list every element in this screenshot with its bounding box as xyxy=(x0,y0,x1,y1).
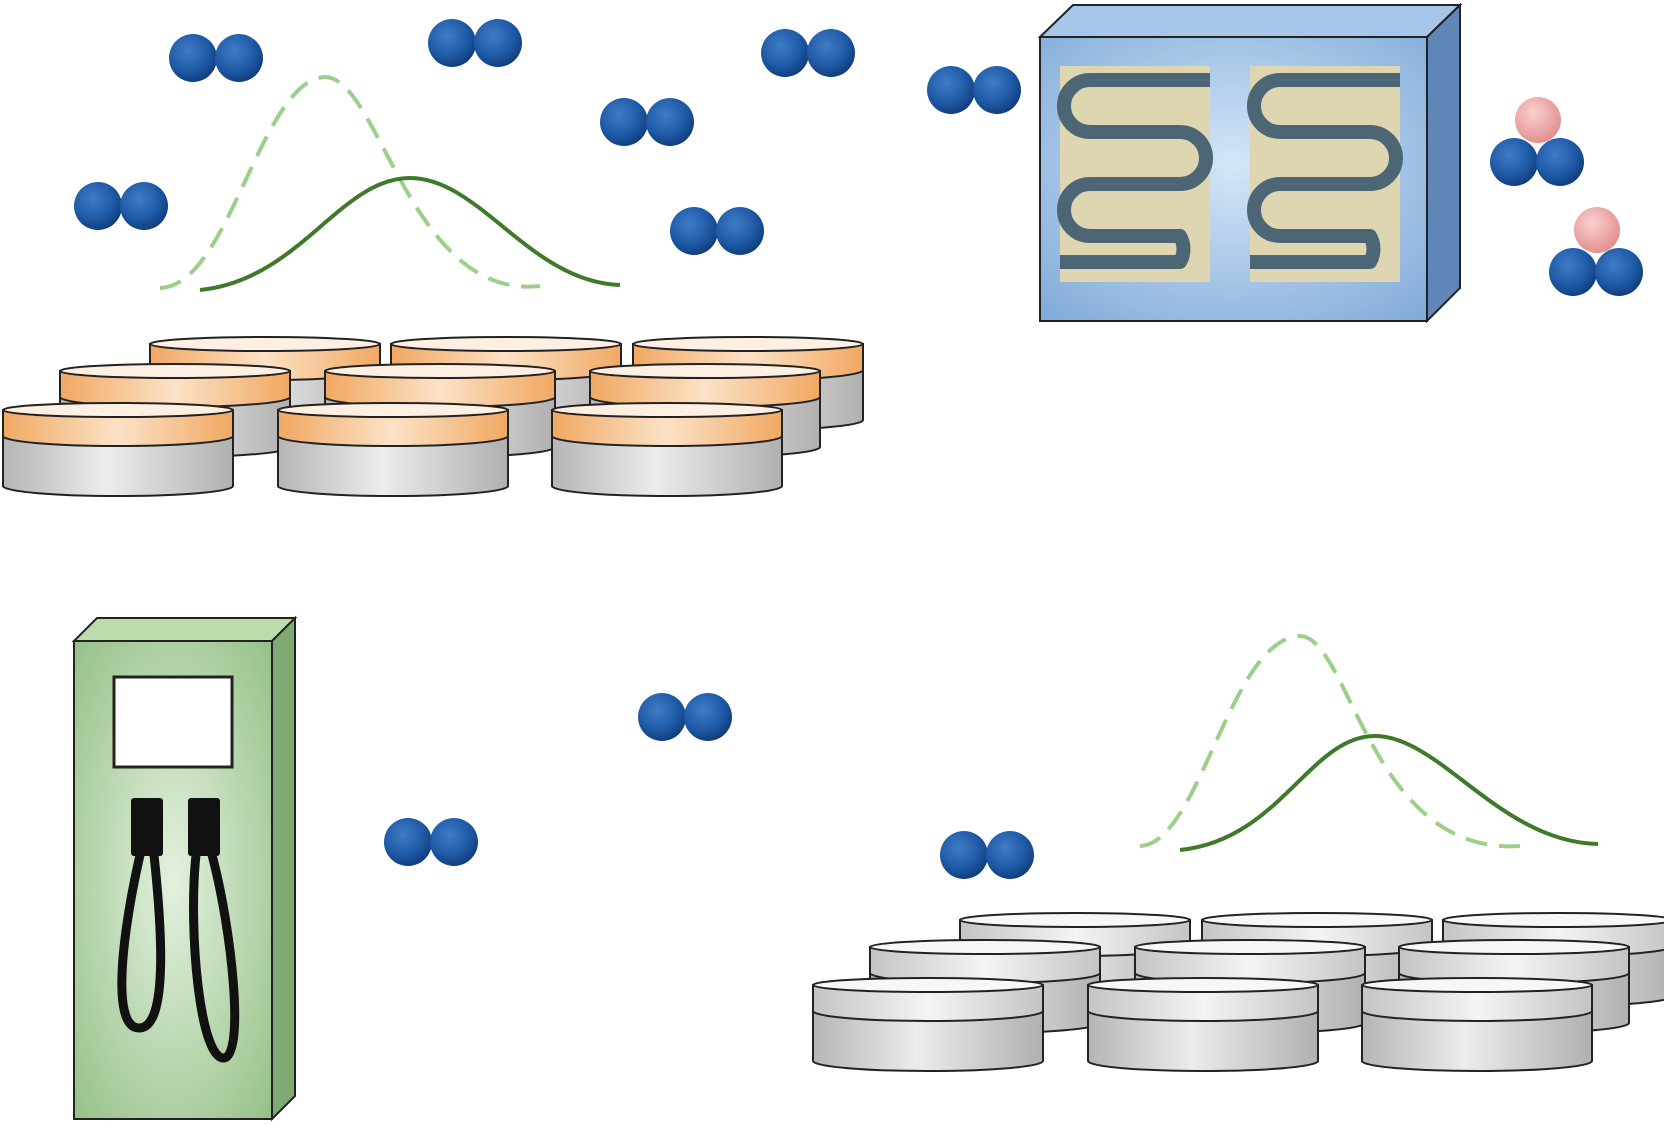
h2-molecule-icon xyxy=(74,182,168,230)
h2-molecule-icon xyxy=(600,98,694,146)
h2-molecule-icon xyxy=(169,34,263,82)
distribution-curve-icon xyxy=(1139,633,1599,852)
h2-molecule-icon xyxy=(384,818,478,866)
h2-molecule-icon xyxy=(428,19,522,67)
panel-loaded-sorbent xyxy=(2,74,864,497)
fuel-pump-icon xyxy=(71,615,298,1122)
h2-molecule-icon xyxy=(927,66,1021,114)
display-screen xyxy=(112,675,234,769)
distribution-curve-icon xyxy=(159,74,621,292)
petri-dish-group-regenerated xyxy=(812,912,1664,1072)
h2-molecule-icon xyxy=(638,693,732,741)
h2-molecule-icon xyxy=(761,29,855,77)
heat-exchanger-reactor xyxy=(1037,2,1643,324)
petri-dish-group-loaded xyxy=(2,336,864,497)
nozzle-left xyxy=(131,798,163,856)
panel-regenerated-sorbent xyxy=(812,633,1664,1072)
petri-dish-icon xyxy=(1361,977,1593,1072)
nozzle-right xyxy=(188,798,220,856)
petri-dish-icon xyxy=(812,977,1044,1072)
complex-molecule-icon xyxy=(1549,207,1643,296)
petri-dish-icon xyxy=(2,402,234,497)
petri-dish-icon xyxy=(1087,977,1319,1072)
complex-molecule-icon xyxy=(1490,97,1584,186)
reactor-icon xyxy=(1037,2,1463,324)
fuel-dispenser xyxy=(71,615,298,1122)
h2-molecule-icon xyxy=(670,207,764,255)
petri-dish-icon xyxy=(277,402,509,497)
petri-dish-icon xyxy=(551,402,783,497)
h2-molecule-icon xyxy=(940,831,1034,879)
